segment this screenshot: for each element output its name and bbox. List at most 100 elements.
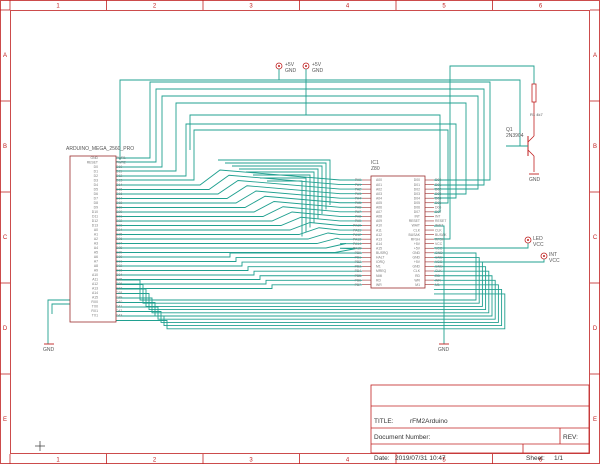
z80-symbol[interactable]: IC1 Z80 PA0PA1PA2PA3PA4PA5PA6PA7PA8PA9PA… xyxy=(353,160,448,289)
pin-label: RESET xyxy=(87,161,98,165)
pin-label: PA2 xyxy=(355,187,361,191)
pin-label: A8 xyxy=(94,264,98,268)
pin-label: RD xyxy=(376,278,381,282)
pin-label: A13 xyxy=(376,237,382,241)
frame-row-label: A xyxy=(593,53,597,59)
pin-label: D34 xyxy=(116,273,122,277)
frame-column-label: 2 xyxy=(153,458,157,464)
pin-label: BUSAK xyxy=(409,233,421,237)
resistor-label: R1 4k7 xyxy=(530,112,543,117)
pin-label: GND xyxy=(90,156,98,160)
pin-label: D1 xyxy=(94,170,98,174)
pin-label: PA10 xyxy=(353,224,361,228)
pin-label: D03 xyxy=(435,192,441,196)
pin-label: INT xyxy=(415,215,420,219)
frame-row-label: E xyxy=(3,417,7,423)
pin-label: A10 xyxy=(376,224,382,228)
arduino-symbol[interactable]: ARDUINO_MEGA_2560_PRO GNDRESETD0D1D2D3D4… xyxy=(66,146,134,323)
pin-label: D17 xyxy=(116,197,122,201)
pin-label: A9 xyxy=(94,269,98,273)
pin-label: PB2 xyxy=(355,260,362,264)
pin-label: PA8 xyxy=(355,215,361,219)
pin-label: D06 xyxy=(435,206,441,210)
sheet-value: 1/1 xyxy=(554,455,563,462)
pin-label: PA13 xyxy=(353,237,361,241)
pin-label: PA3 xyxy=(355,192,361,196)
pin-label: PA6 xyxy=(355,206,361,210)
pin-label: TX1 xyxy=(92,314,98,318)
pin-label: A15 xyxy=(92,296,98,300)
pin-label: D22 xyxy=(116,219,122,223)
wire-layer xyxy=(47,65,545,344)
pin-label: RESET xyxy=(435,219,446,223)
pin-label: D10 xyxy=(92,210,98,214)
pin-label: CLK xyxy=(435,228,442,232)
title-block xyxy=(370,384,590,454)
gnd-right-label: GND xyxy=(438,347,450,353)
pin-label: D06 xyxy=(414,206,420,210)
z80-name: Z80 xyxy=(371,166,380,172)
pin-label: D40 xyxy=(116,300,122,304)
pin-label: D38 xyxy=(116,291,122,295)
pin-label: D0 xyxy=(94,165,98,169)
transistor-value: 2N3904 xyxy=(506,133,524,139)
pin-label: A03 xyxy=(376,192,382,196)
frame-column-label: 3 xyxy=(249,4,253,10)
pin-label: VCC xyxy=(435,246,443,250)
pin-label: A6 xyxy=(94,255,98,259)
pin-label: CLK xyxy=(413,228,420,232)
gnd-left-label: GND xyxy=(43,347,55,353)
crosshair-cursor-icon xyxy=(35,441,45,451)
gnd-transistor-label: GND xyxy=(529,177,541,183)
frame-row-label: E xyxy=(593,417,597,423)
pin-label: D10 xyxy=(116,165,122,169)
pin-label: A05 xyxy=(376,201,382,205)
frame-column-label: 1 xyxy=(56,4,60,10)
date-label: Date: xyxy=(374,455,390,462)
pin-label: PB0 xyxy=(355,251,362,255)
pin-label: WR xyxy=(376,283,382,287)
pin-label: BUSRQ xyxy=(376,251,388,255)
pin-label: A1 xyxy=(94,233,98,237)
gnd-symbol-left[interactable]: GND xyxy=(43,343,55,353)
vcc2-sublabel: GND xyxy=(312,68,324,74)
pin-label: D04 xyxy=(414,196,420,200)
pin-label: PA0 xyxy=(355,178,361,182)
pin-label: D25 xyxy=(116,233,122,237)
pin-label: D27 xyxy=(116,242,122,246)
pin-label: D12 xyxy=(116,174,122,178)
pin-label: D35 xyxy=(116,278,122,282)
pin-label: VCC xyxy=(435,260,443,264)
pin-label: D37 xyxy=(116,287,122,291)
int-symbol[interactable]: INT VCC xyxy=(540,252,560,264)
pin-label: D32 xyxy=(116,264,122,268)
transistor-q1[interactable]: R1 4k7 Q1 2N3904 GND xyxy=(506,83,543,183)
title-label: TITLE: xyxy=(374,418,394,425)
pin-label: GND xyxy=(435,265,443,269)
pin-label: D43 xyxy=(116,314,122,318)
pin-label: D11 xyxy=(116,170,122,174)
pin-label: A14 xyxy=(92,291,98,295)
vcc-symbol-2[interactable]: +5V GND xyxy=(302,62,324,115)
pin-label: HALT xyxy=(376,256,384,260)
led-symbol[interactable]: LED VCC xyxy=(524,236,544,248)
pin-label: D29 xyxy=(116,251,122,255)
vcc-symbol-1[interactable]: +5V GND xyxy=(275,62,297,80)
pin-label: D05 xyxy=(414,201,420,205)
vcc1-label: +5V xyxy=(285,62,295,68)
pin-label: D5 xyxy=(94,188,98,192)
pin-label: INT xyxy=(435,215,440,219)
frame-column-label: 5 xyxy=(442,4,446,10)
z80-right-pins: D00D01D02D03D04D05D06D07INTRESETWAITCLKB… xyxy=(409,178,448,287)
gnd-symbol-right[interactable]: GND xyxy=(438,343,450,353)
pin-label: D13 xyxy=(116,179,122,183)
pin-label: CLK xyxy=(435,269,442,273)
z80-ref: IC1 xyxy=(371,160,379,166)
pin-label: D07 xyxy=(435,210,441,214)
pin-label: D02 xyxy=(414,187,420,191)
pin-label: A5 xyxy=(94,251,98,255)
pin-label: IORQ xyxy=(376,260,385,264)
frame-row-label: D xyxy=(3,326,8,332)
